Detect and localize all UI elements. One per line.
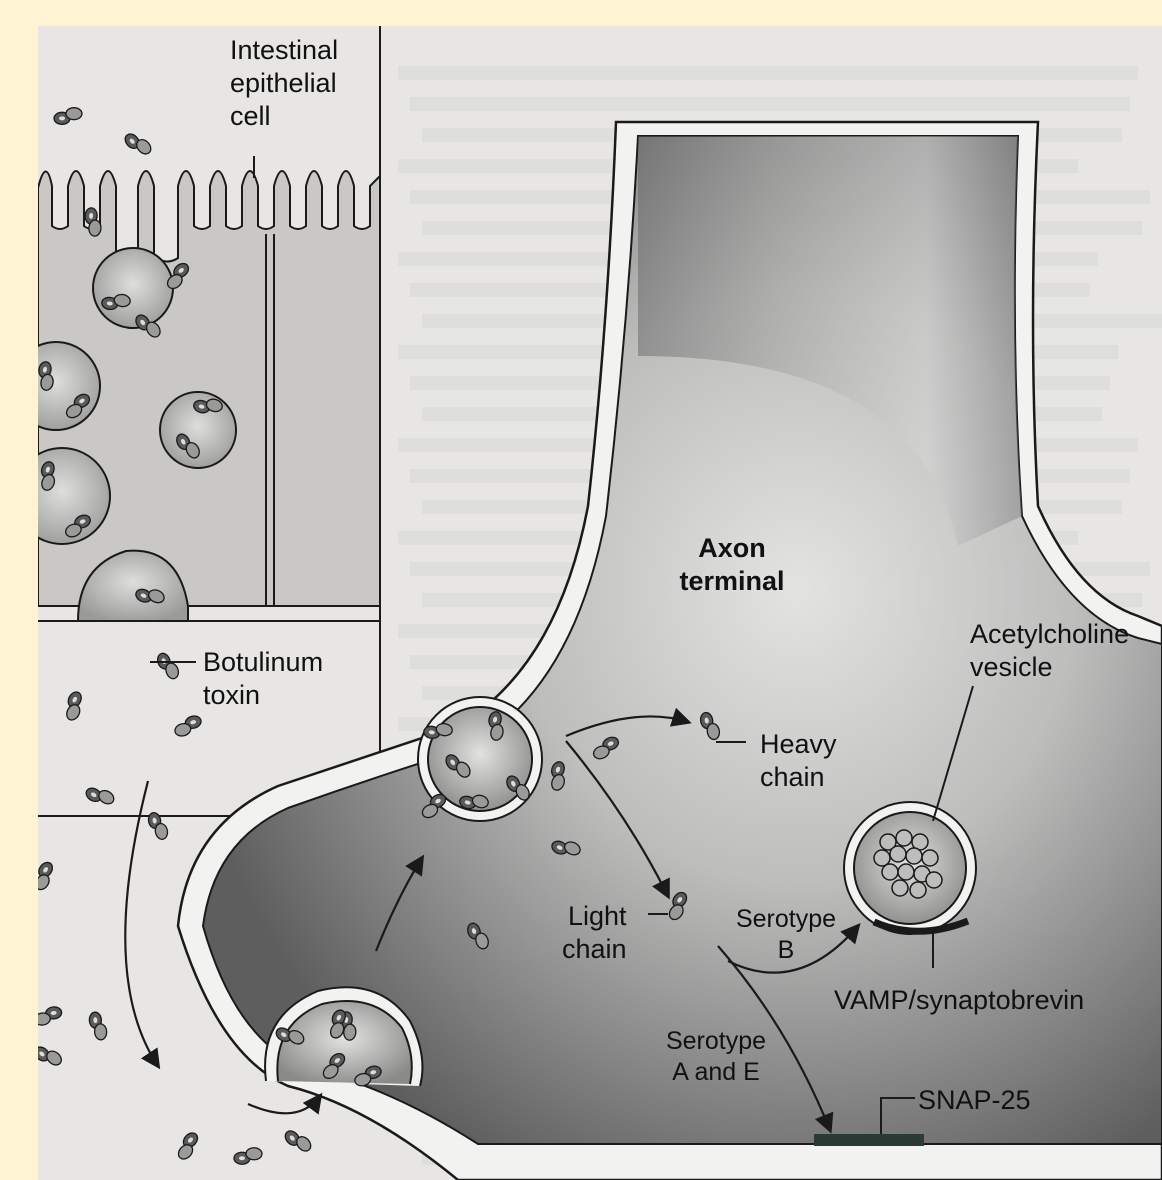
toxin-molecule-icon <box>140 808 176 844</box>
toxin-molecule-icon <box>151 650 184 683</box>
label-serotype-ae: Serotype A and E <box>646 1026 786 1087</box>
label-serotype-b: Serotype B <box>726 904 846 965</box>
label-snap25: SNAP-25 <box>918 1084 1031 1117</box>
label-heavy-chain: Heavy chain <box>760 728 837 794</box>
toxin-molecule-icon <box>38 857 62 894</box>
toxin-molecule-icon <box>171 1129 206 1164</box>
toxin-molecule-icon <box>38 1038 66 1074</box>
snap25-bar <box>814 1134 924 1146</box>
arrow-icon <box>248 1096 320 1113</box>
label-light-chain: Light chain <box>562 900 627 966</box>
toxin-molecule-icon <box>229 1137 268 1176</box>
label-intestinal-cell: Intestinal epithelial cell <box>230 34 338 133</box>
acetylcholine-vesicle <box>844 802 976 934</box>
toxin-molecule-icon <box>38 997 66 1034</box>
toxin-molecule-icon <box>171 709 205 744</box>
toxin-molecule-icon <box>281 1124 315 1157</box>
toxin-molecule-icon <box>79 1007 117 1045</box>
label-axon-terminal: Axon terminal <box>662 532 802 598</box>
toxin-molecule-icon <box>55 687 94 726</box>
label-vamp: VAMP/synaptobrevin <box>834 984 1084 1017</box>
label-botulinum-toxin: Botulinum toxin <box>203 646 323 712</box>
toxin-molecule-icon <box>81 777 119 815</box>
label-acetylcholine-vesicle: Acetylcholine vesicle <box>970 618 1129 684</box>
diagram-panel: Intestinal epithelial cell Botulinum tox… <box>38 26 1162 1180</box>
